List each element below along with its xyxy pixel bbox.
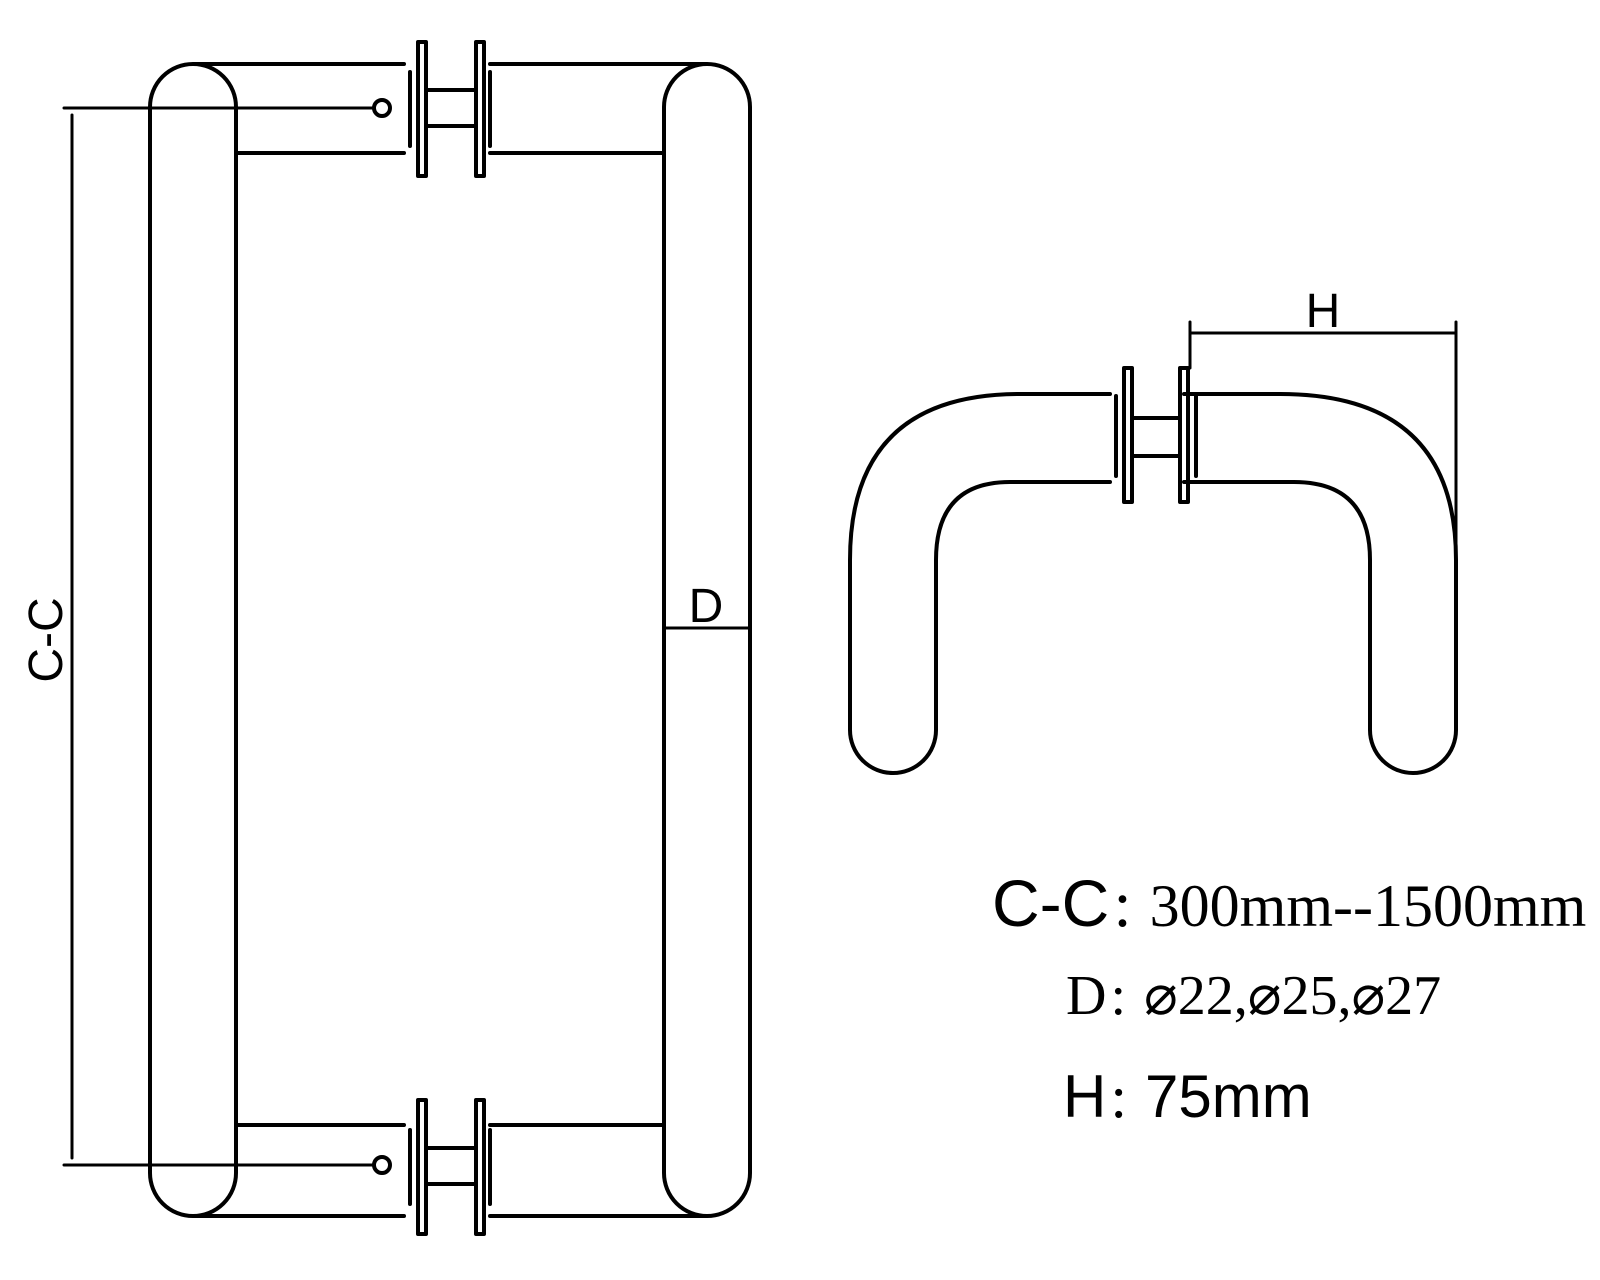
cc-dimension: C-C bbox=[20, 106, 376, 1167]
d-dimension: D bbox=[662, 580, 752, 633]
h-dimension: H bbox=[1188, 285, 1458, 562]
side-view-handle bbox=[848, 366, 1458, 775]
front-view-grip-bar-right bbox=[488, 62, 752, 1218]
d-dimension-label: D bbox=[689, 580, 724, 633]
bottom-standoff bbox=[234, 1098, 492, 1236]
front-view-grip-bar bbox=[148, 62, 406, 1218]
cc-dimension-label: C-C bbox=[20, 597, 73, 682]
h-dimension-label: H bbox=[1306, 285, 1341, 338]
top-standoff bbox=[234, 40, 492, 178]
